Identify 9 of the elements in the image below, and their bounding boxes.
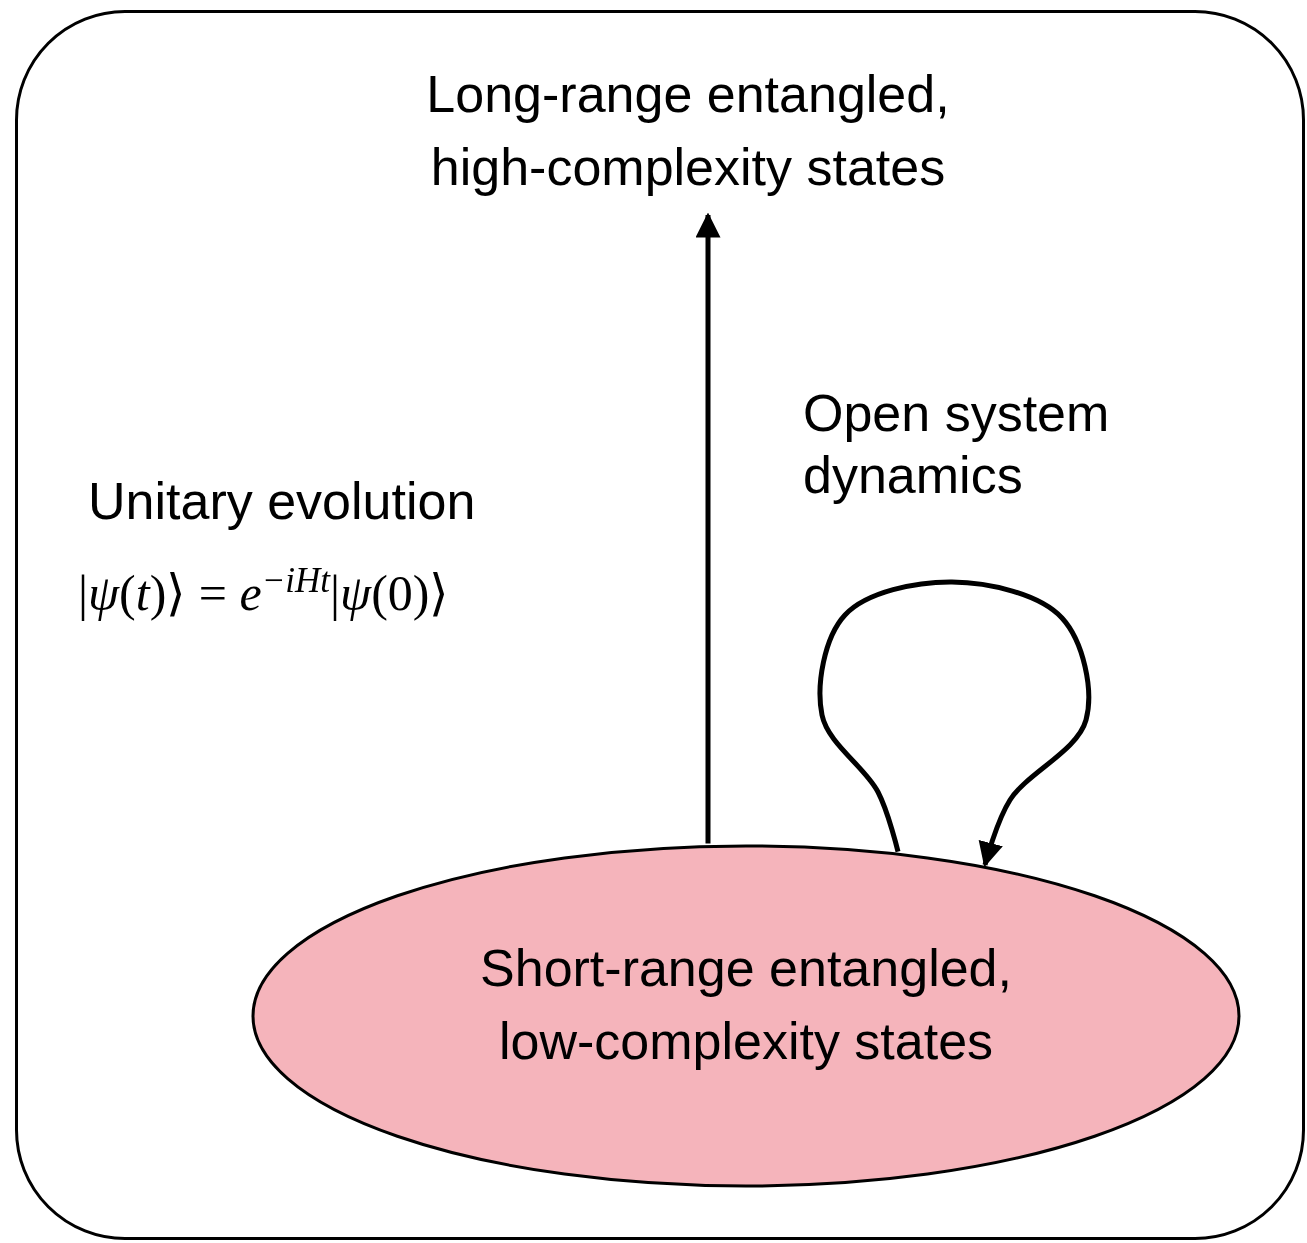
loop-arrow <box>817 579 1092 868</box>
arrow <box>695 212 721 844</box>
ellipse-label: Short-range entangled, low-complexity states <box>479 938 1013 1072</box>
edge-label: Open system dynamics <box>803 383 1111 507</box>
state-ellipse <box>251 844 1241 1188</box>
formula: |ψ(t)⟩ = e$^{−iHt}$|ψ(0)⟩ <box>78 560 450 623</box>
edge-label: Unitary evolution <box>88 471 476 532</box>
state-label-text: Long-range entangled, high-complexity states <box>425 64 951 198</box>
frame-box <box>15 10 1305 1240</box>
